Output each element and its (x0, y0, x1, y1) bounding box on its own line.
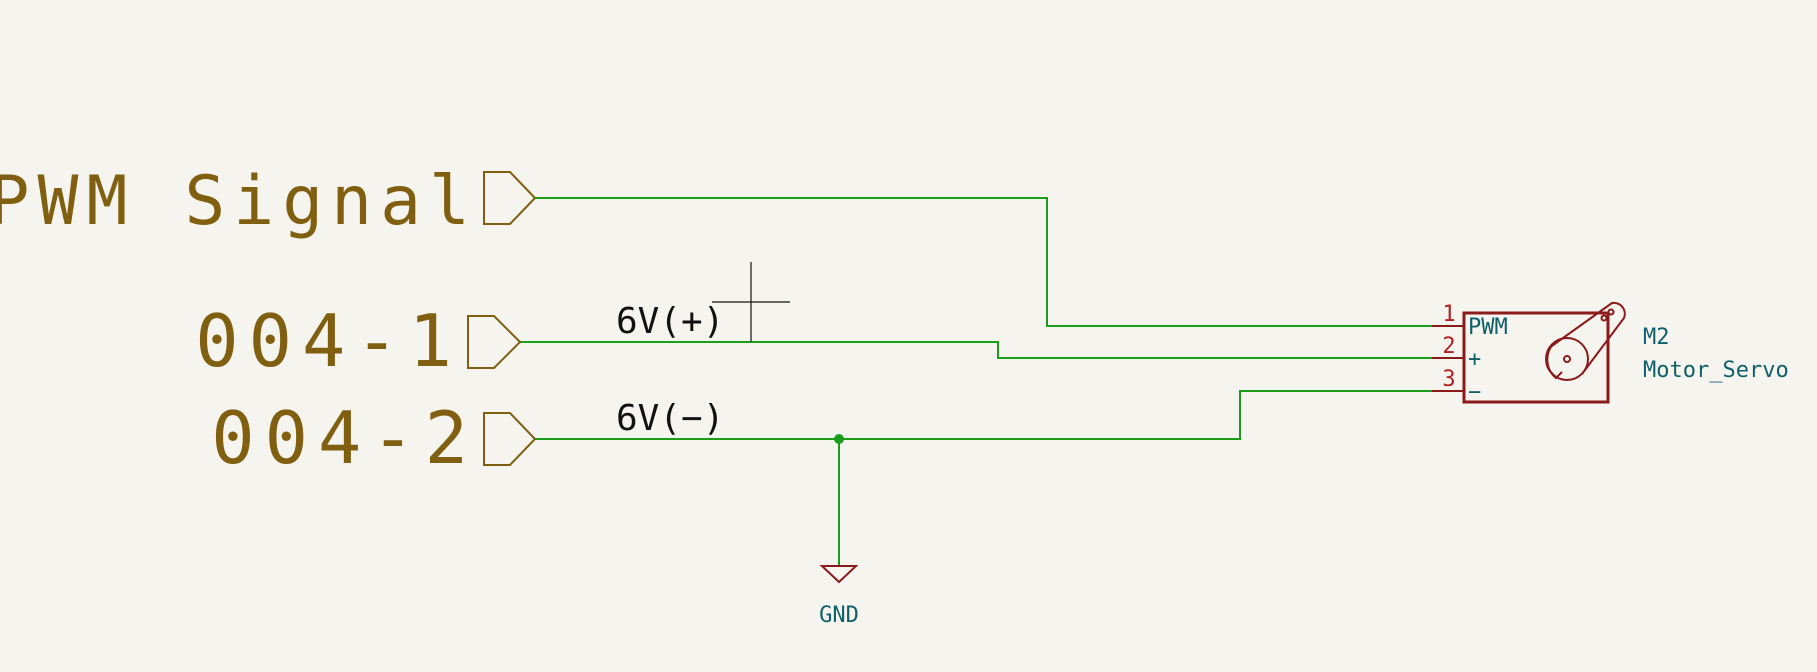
pin-3-number: 3 (1442, 367, 1455, 392)
pin-1-number: 1 (1442, 302, 1455, 327)
wire-6v-negative[interactable] (535, 390, 1432, 440)
component-value[interactable]: Motor_Servo (1643, 358, 1789, 383)
global-label-pwm-flag[interactable] (483, 171, 537, 225)
wire-6v-positive[interactable] (520, 341, 1432, 359)
wires (520, 197, 1432, 566)
global-label-net2-text[interactable]: 004-2 (211, 396, 478, 480)
global-label-net1-text[interactable]: 004-1 (195, 299, 462, 383)
global-label-flags (467, 171, 537, 466)
component-reference[interactable]: M2 (1643, 325, 1670, 350)
global-label-net1-flag[interactable] (467, 315, 522, 369)
servo-body (1462, 311, 1610, 404)
ground-symbol[interactable]: GND (819, 565, 859, 628)
wire-pwm[interactable] (535, 197, 1432, 327)
pin-2-number: 2 (1442, 334, 1455, 359)
global-label-net2-flag[interactable] (483, 412, 537, 466)
net-label-6v-negative[interactable]: 6V(−) (616, 398, 724, 439)
pin-3-name: − (1468, 380, 1481, 405)
global-label-pwm-text[interactable]: PWM Signal (0, 162, 478, 241)
junction-dot-icon (834, 434, 844, 444)
net-label-6v-positive[interactable]: 6V(+) (616, 301, 724, 342)
servo-motor-icon (1545, 301, 1626, 381)
gnd-label: GND (819, 603, 859, 628)
pin-1-name: PWM (1468, 315, 1508, 340)
ground-icon (819, 565, 859, 584)
servo-component[interactable]: 1 2 3 PWM + − M2 Motor_Servo (1432, 301, 1789, 405)
crosshair-cursor-icon (712, 262, 790, 342)
pin-2-name: + (1468, 347, 1481, 372)
